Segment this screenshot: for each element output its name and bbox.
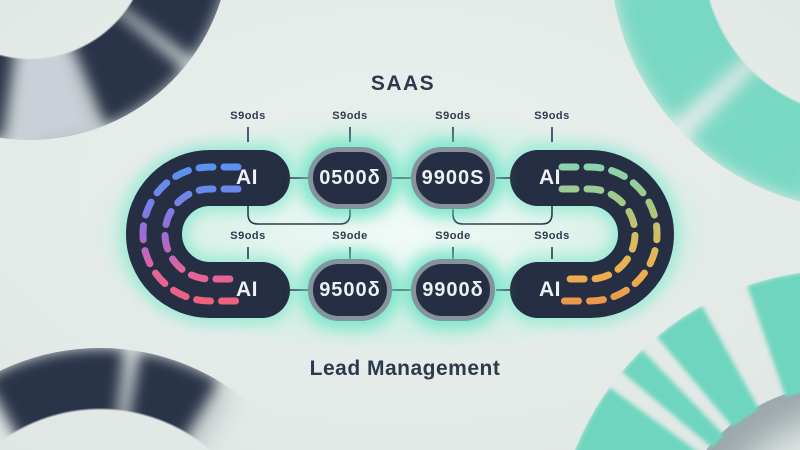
left-loop-dashes-outer: [139, 163, 242, 305]
stage-pill-top-3: 9900S: [411, 147, 495, 209]
stage-sublabel: S9ods: [230, 110, 266, 122]
ai-node-label-bottom-right: AI: [539, 278, 561, 301]
stage-pill-label: 9900δ: [422, 278, 484, 301]
connector-lines: [247, 127, 553, 291]
stage-sublabel: S9ode: [332, 230, 368, 242]
right-loop-track: [510, 150, 674, 318]
stage-pill-bottom-3: 9900δ: [411, 259, 495, 321]
ai-node-label-top-left: AI: [236, 166, 258, 189]
lead-management-title: Lead Management: [309, 357, 501, 380]
stage-pill-label: 9900S: [421, 166, 485, 189]
left-loop-dashes-inner: [161, 185, 242, 283]
ai-node-label-top-right: AI: [539, 166, 561, 189]
stage-sublabel: S9ods: [332, 110, 368, 122]
ai-node-label-bottom-left: AI: [236, 278, 258, 301]
left-loop-track: [126, 150, 290, 318]
stage-pill-label: 0500δ: [319, 166, 381, 189]
stage-pill-bottom-2: 9500δ: [308, 259, 392, 321]
saas-title: SAAS: [370, 72, 436, 95]
bracket-connector-left: [247, 206, 351, 225]
right-loop-dashes-inner: [558, 185, 639, 283]
stage-sublabel: S9ode: [435, 230, 471, 242]
stage-sublabel: S9ods: [534, 230, 570, 242]
stage-sublabel: S9ods: [230, 230, 266, 242]
stage-pill-label: 9500δ: [319, 278, 381, 301]
right-loop-dashes-outer: [558, 163, 661, 305]
stage-sublabel: S9ods: [534, 110, 570, 122]
stage-sublabel: S9ods: [435, 110, 471, 122]
bracket-connector-right: [452, 206, 553, 225]
stage-pill-top-2: 0500δ: [308, 147, 392, 209]
